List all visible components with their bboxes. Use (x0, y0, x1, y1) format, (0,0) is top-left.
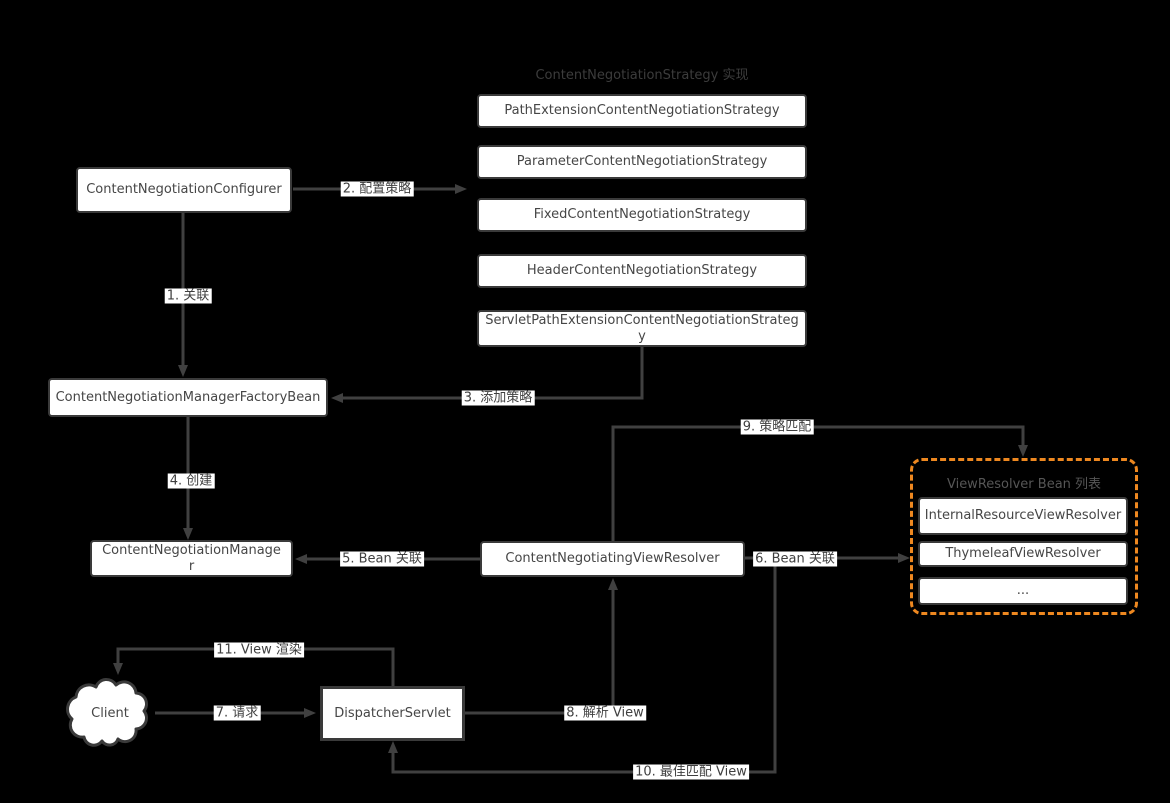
edge-label-4: 4. 创建 (167, 473, 215, 489)
edge-6-arrowhead (898, 553, 910, 563)
edge-label-7: 7. 请求 (213, 705, 261, 721)
node-internal-resource-view-resolver: InternalResourceViewResolver (918, 497, 1128, 535)
node-manager: ContentNegotiationManager (90, 540, 293, 577)
edge-9-line (611, 425, 1025, 541)
node-servlet-path-strategy: ServletPathExtensionContentNegotiationSt… (477, 310, 807, 347)
node-thymeleaf-view-resolver: ThymeleafViewResolver (918, 541, 1128, 567)
edge-3-arrowhead (331, 393, 343, 403)
strategy-group-title: ContentNegotiationStrategy 实现 (535, 68, 749, 83)
edge-10-arrowhead (388, 741, 398, 753)
edge-label-3: 3. 添加策略 (461, 390, 535, 406)
edge-label-2: 2. 配置策略 (340, 181, 414, 197)
edge-9-arrowhead (1018, 445, 1028, 457)
edge-label-5: 5. Bean 关联 (340, 551, 424, 567)
edge-label-8: 8. 解析 View (564, 705, 646, 721)
node-path-extension-strategy: PathExtensionContentNegotiationStrategy (477, 94, 807, 128)
edge-2-arrowhead (455, 184, 467, 194)
edge-label-9: 9. 策略匹配 (740, 419, 814, 435)
edge-label-1: 1. 关联 (164, 288, 212, 304)
edge-label-10: 10. 最佳匹配 View (633, 764, 749, 780)
edge-11-arrowhead (113, 663, 123, 675)
edge-label-11: 11. View 渲染 (214, 642, 304, 658)
node-parameter-strategy: ParameterContentNegotiationStrategy (477, 145, 807, 179)
viewresolver-panel-title: ViewResolver Bean 列表 (946, 477, 1102, 492)
node-ellipsis: ... (918, 577, 1128, 605)
client-cloud-label: Client (91, 705, 129, 721)
edge-8-arrowhead (608, 578, 618, 590)
edge-8-line (465, 589, 615, 715)
edge-label-6: 6. Bean 关联 (753, 551, 837, 567)
node-negotiating-view-resolver: ContentNegotiatingViewResolver (480, 541, 745, 577)
client-cloud-shape (66, 678, 149, 747)
edge-10-line (391, 558, 777, 774)
node-factory-bean: ContentNegotiationManagerFactoryBean (48, 378, 328, 417)
node-dispatcher-servlet: DispatcherServlet (320, 686, 465, 741)
node-fixed-strategy: FixedContentNegotiationStrategy (477, 198, 807, 232)
edge-5-arrowhead (295, 554, 307, 564)
edge-7-arrowhead (304, 708, 316, 718)
edge-4-arrowhead (183, 528, 193, 540)
edge-3-line (342, 347, 644, 400)
node-configurer: ContentNegotiationConfigurer (76, 167, 292, 213)
viewresolver-bean-list-panel (910, 458, 1138, 615)
node-header-strategy: HeaderContentNegotiationStrategy (477, 254, 807, 288)
edge-1-arrowhead (178, 365, 188, 377)
